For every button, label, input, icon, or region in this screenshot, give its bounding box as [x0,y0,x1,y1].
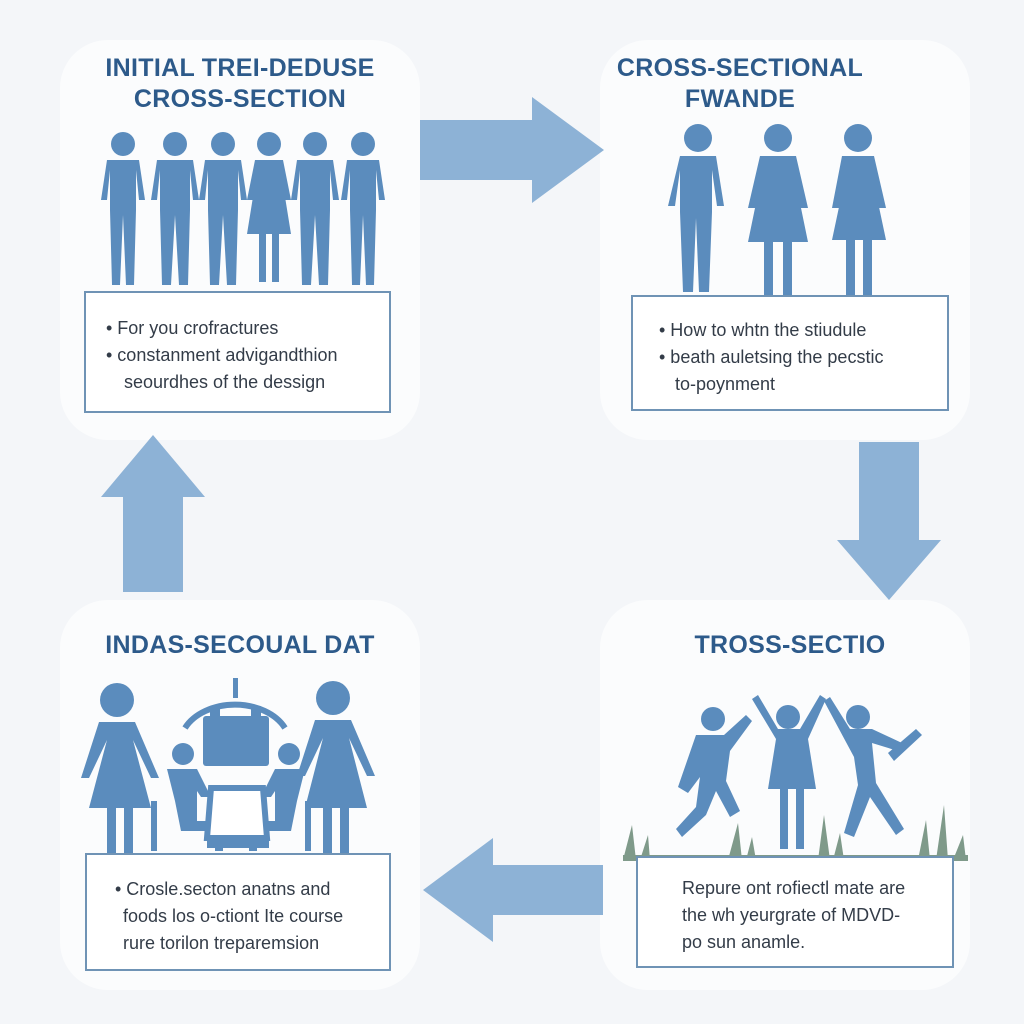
person-figure [297,681,375,858]
text-line: • Crosle.secton anatns and [115,879,331,899]
person-figure [247,132,291,282]
person-figure [676,707,752,837]
arrow-up-icon [101,435,205,592]
top-right-title-line1: CROSS-SECTIONAL [616,54,864,82]
top-left-text-box: • For you crofractures • constanment adv… [84,291,391,413]
person-figure [668,124,724,292]
person-figure [341,132,385,285]
text-line: • How to whtn the stiudule [659,320,867,340]
person-figure [199,132,247,285]
celebrating-people-icon [623,695,968,861]
text-line: seourdhes of the dessign [124,372,326,392]
text-line: Repure ont rofiectl mate are [682,878,906,898]
text-line: • For you crofractures [106,318,279,338]
team-at-table-icon [81,678,375,858]
top-right-title: CROSS-SECTIONAL FWANDE [610,53,870,115]
text-line: po sun anamle. [682,932,806,952]
top-right-title-line2: FWANDE [684,85,796,113]
arrow-left-icon [423,838,603,942]
bottom-right-title: TROSS-SECTIO [694,631,886,659]
bottom-left-title: INDAS-SECOUAL DAT [105,631,375,659]
person-figure [151,132,199,285]
arrow-down-icon [837,442,941,600]
bottom-right-text-box: Repure ont rofiectl mate are the wh yeur… [636,856,954,968]
text-line: rure torilon treparemsion [123,933,320,953]
text-line: foods los o-ctiont Ite course [123,906,344,926]
person-figure [101,132,145,285]
person-figure [748,124,808,296]
group-of-six-people-icon [101,132,385,285]
top-left-title: INITIAL TREI-DEDUSE CROSS-SECTION [60,53,420,115]
text-line: the wh yeurgrate of MDVD- [682,905,901,925]
three-people-icon [668,124,886,296]
arrow-right-icon [420,97,604,203]
person-figure [291,132,339,285]
top-left-title-line2: CROSS-SECTION [133,85,347,113]
top-left-title-line1: INITIAL TREI-DEDUSE [105,54,375,82]
text-line: • beath auletsing the pecstic [659,347,884,367]
top-right-text-box: • How to whtn the stiudule • beath aulet… [631,295,949,411]
bottom-left-text-box: • Crosle.secton anatns and foods los o-c… [85,853,391,971]
person-figure [832,124,886,296]
grass-icon [623,805,968,861]
text-line: • constanment advigandthion [106,345,338,365]
person-figure [81,683,159,858]
person-figure [752,695,826,849]
person-figure [824,697,904,837]
text-line: to-poynment [675,374,776,394]
